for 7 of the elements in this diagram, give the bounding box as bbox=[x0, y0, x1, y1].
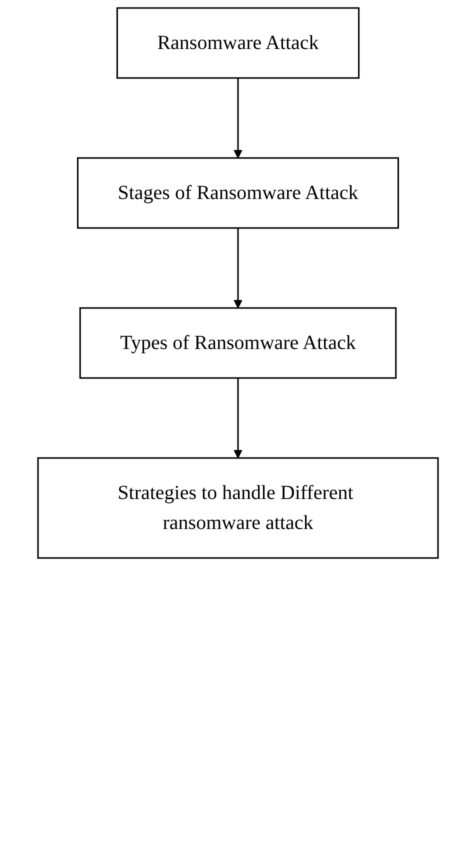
node-box: Types of Ransomware Attack bbox=[78, 307, 396, 379]
node-box: Stages of Ransomware Attack bbox=[76, 157, 398, 229]
arrow bbox=[233, 78, 242, 158]
node-box: Ransomware Attack bbox=[116, 7, 360, 79]
node-box: Strategies to handle Different ransomware attack bbox=[36, 457, 438, 559]
arrow bbox=[233, 228, 242, 308]
arrow bbox=[233, 378, 242, 458]
